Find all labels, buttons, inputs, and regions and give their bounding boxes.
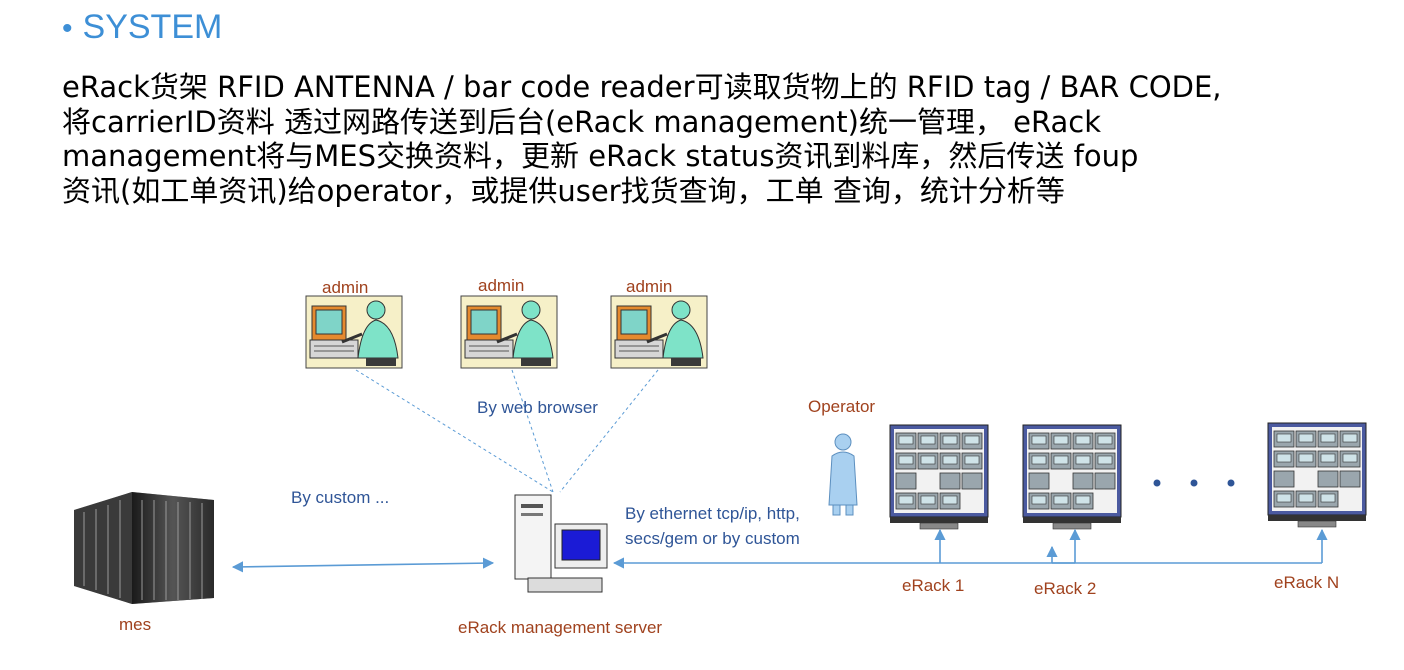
operator-figure — [828, 433, 858, 516]
paragraph-line-4: 资讯(如工单资讯)给operator，或提供user找货查询，工单 查询，统计分… — [62, 173, 1065, 208]
paragraph-line-1: eRack货架 RFID ANTENNA / bar code reader可读… — [62, 70, 1222, 104]
description-paragraph: eRack货架 RFID ANTENNA / bar code reader可读… — [62, 70, 1382, 208]
admin-label-3: admin — [626, 277, 672, 296]
section-title: SYSTEM — [82, 8, 223, 46]
paragraph-line-2: 将carrierID资料 透过网路传送到后台(eRack management)… — [62, 104, 1102, 139]
management-server-computer — [514, 494, 608, 593]
erack-label-2: eRack 2 — [1034, 579, 1096, 598]
mes-server-rack — [74, 492, 214, 604]
erack-label-1: eRack 1 — [902, 576, 964, 595]
paragraph-line-3: management将与MES交换资料，更新 eRack status资讯到料库… — [62, 139, 1139, 173]
bullet-icon: • — [62, 12, 73, 45]
web-links — [355, 369, 659, 493]
ethernet-label-line-1: By ethernet tcp/ip, http, — [625, 504, 800, 523]
custom-label: By custom ... — [291, 488, 389, 507]
operator-label: Operator — [808, 397, 875, 416]
mes-label: mes — [119, 615, 151, 634]
section-heading: • SYSTEM — [62, 8, 222, 47]
admin-workstation-1 — [304, 294, 404, 370]
rack-network-lines — [612, 528, 1328, 569]
erack-2 — [1022, 424, 1122, 530]
admin-workstation-2 — [459, 294, 559, 370]
mes-server-arrow — [231, 557, 495, 573]
admin-workstation-3 — [609, 294, 709, 370]
erack-label-n: eRack N — [1274, 573, 1339, 592]
server-label: eRack management server — [458, 618, 662, 637]
erack-1 — [889, 424, 989, 530]
ethernet-label-line-2: secs/gem or by custom — [625, 529, 800, 548]
erack-n — [1267, 422, 1367, 528]
web-browser-label: By web browser — [477, 398, 598, 417]
ellipsis-dots-icon — [1153, 479, 1235, 487]
admin-label-2: admin — [478, 276, 524, 295]
admin-label-1: admin — [322, 278, 368, 297]
